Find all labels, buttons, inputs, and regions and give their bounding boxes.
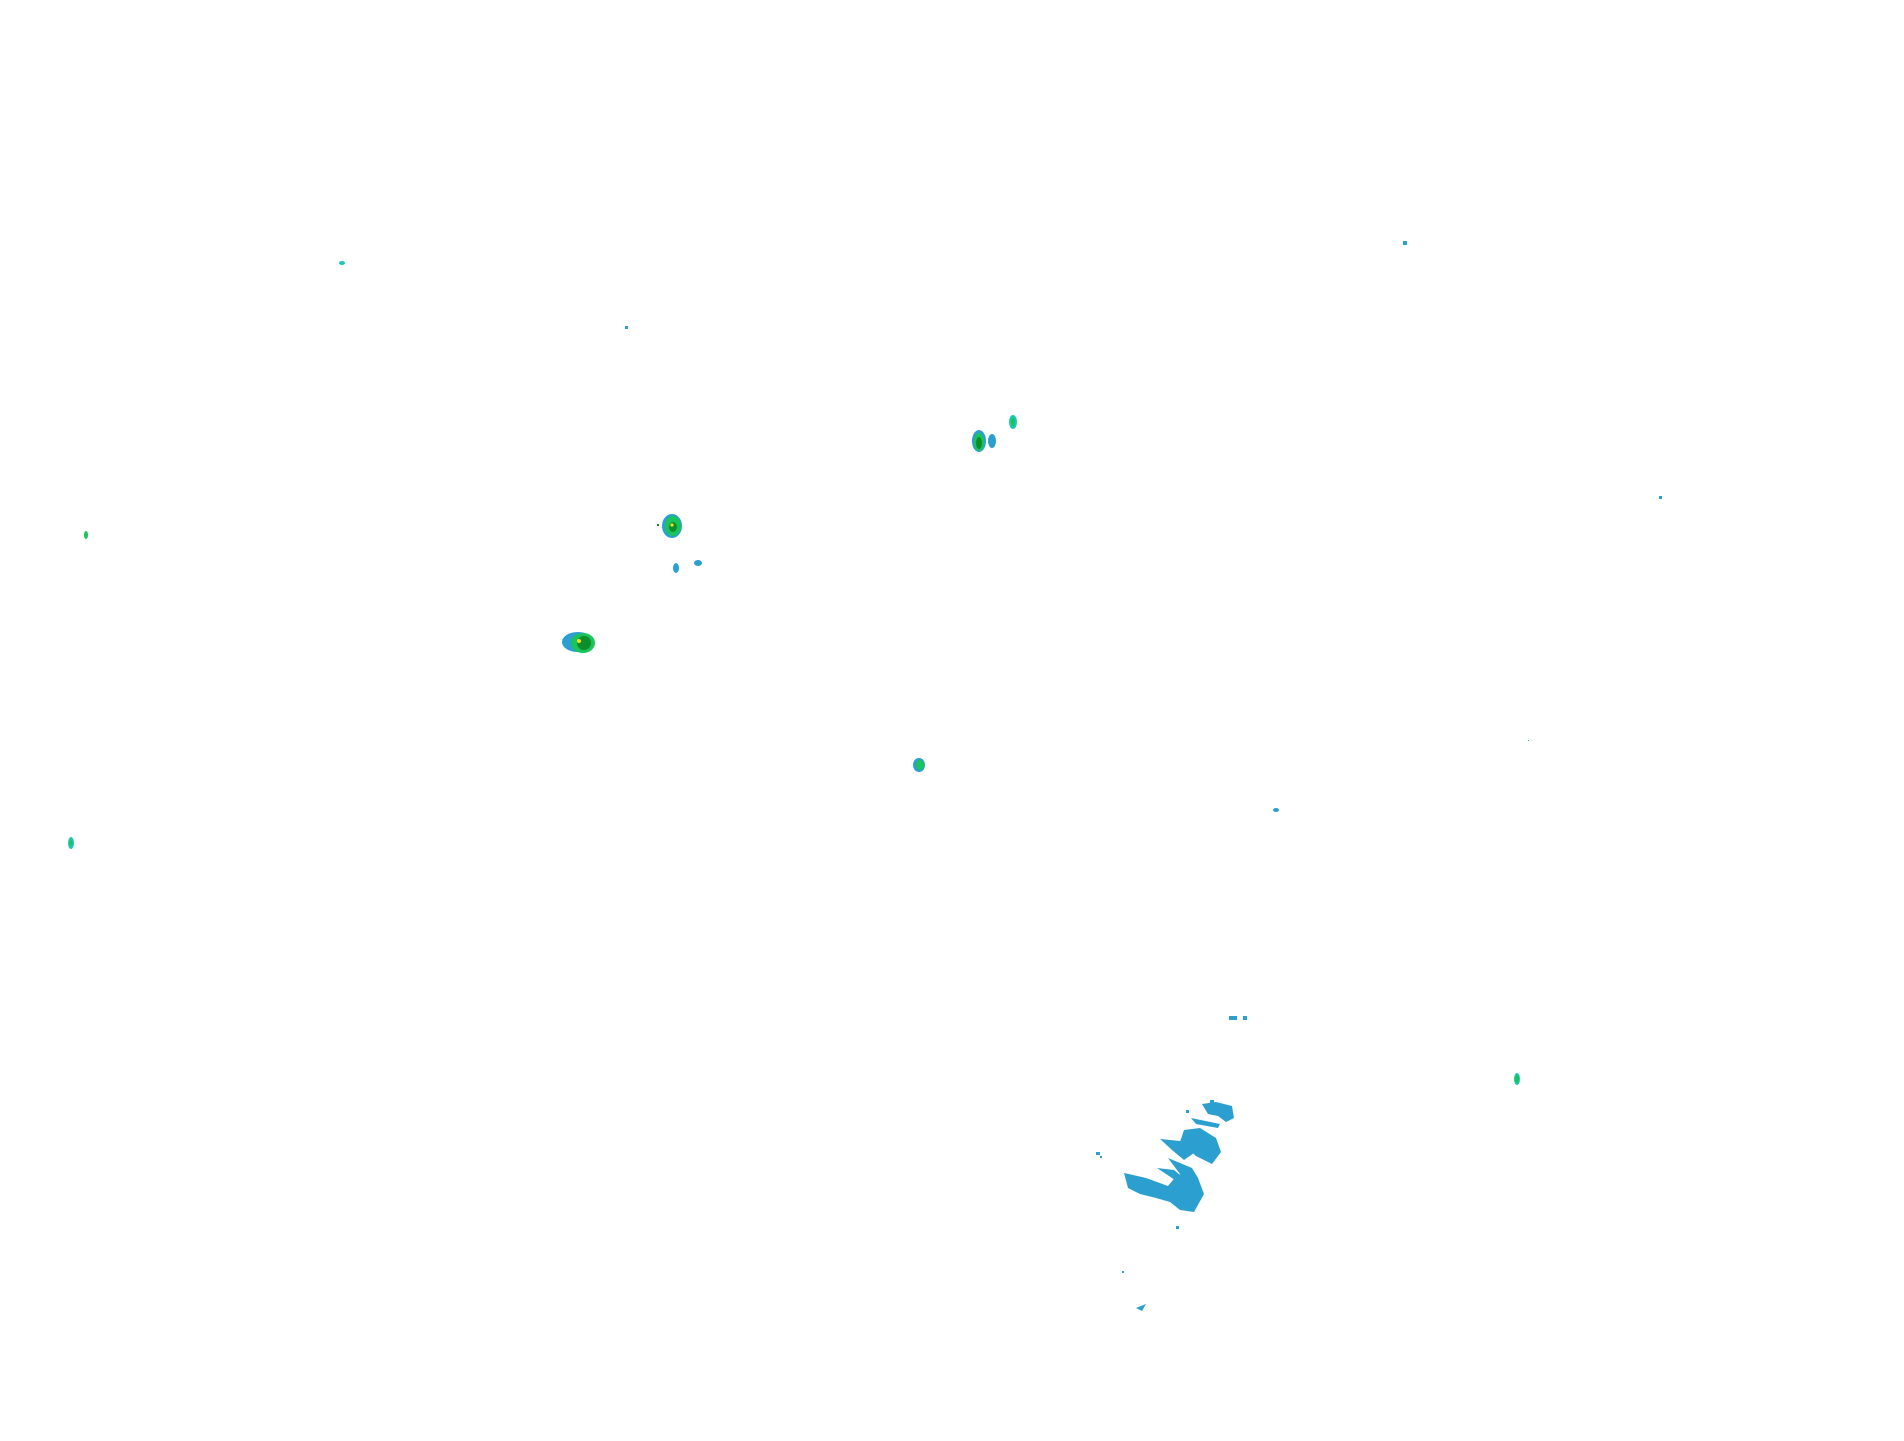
echo-cell: [1514, 1073, 1520, 1085]
echo-cell: [657, 514, 682, 538]
echo-cell: [1273, 808, 1279, 812]
echo-cell: [972, 415, 1017, 452]
echo-cell: [913, 758, 925, 772]
echo-cell: [1229, 1016, 1247, 1020]
echo-cell: [673, 560, 702, 573]
echo-cell: [339, 261, 345, 265]
echo-cell: [625, 326, 628, 329]
echo-cluster: [1096, 1100, 1234, 1311]
echo-cell: [1403, 241, 1407, 245]
echo-cell: [84, 531, 88, 539]
echo-cell: [68, 837, 74, 849]
echo-cell: [1659, 496, 1662, 499]
echo-cell: [562, 632, 595, 653]
echo-speck: [1528, 740, 1529, 741]
